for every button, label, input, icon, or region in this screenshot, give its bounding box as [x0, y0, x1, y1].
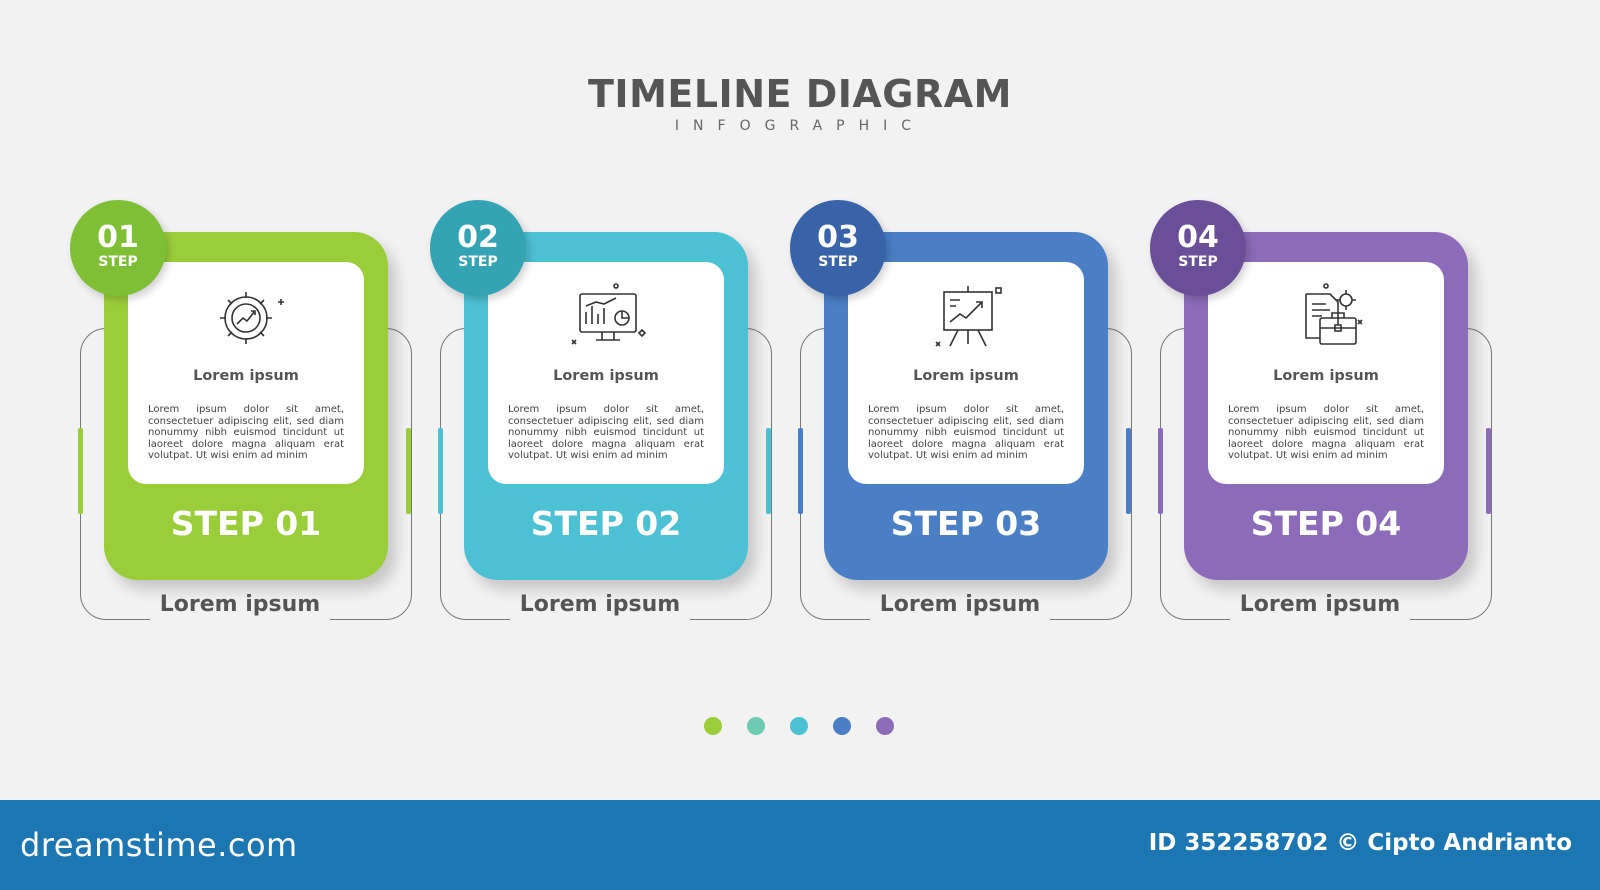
badge-step-text: STEP [818, 254, 858, 270]
card-description: Lorem ipsum dolor sit amet, consectetuer… [508, 404, 704, 461]
color-dot [704, 717, 722, 735]
step-bottom-label: Lorem ipsum [1239, 592, 1401, 617]
card-step-label: STEP 03 [890, 504, 1042, 543]
gear-growth-icon [220, 292, 284, 344]
step-1: Lorem ipsum Lorem ipsum dolor sit amet, … [70, 200, 412, 630]
page-subtitle: INFOGRAPHIC [674, 118, 926, 134]
step-number-badge: 01 STEP [70, 200, 166, 296]
card-heading: Lorem ipsum [913, 368, 1019, 384]
color-dot [747, 717, 765, 735]
card-content: Lorem ipsum Lorem ipsum dolor sit amet, … [488, 262, 724, 484]
step-number-badge: 02 STEP [430, 200, 526, 296]
side-tick [766, 428, 771, 514]
presentation-board-icon [935, 286, 1002, 347]
monitor-analytics-icon [571, 283, 647, 345]
brand-logo[interactable]: dreamstime.com [20, 826, 298, 864]
side-tick [438, 428, 443, 514]
step-4: Lorem ipsum Lorem ipsum dolor sit amet, … [1150, 200, 1492, 630]
card-step-label: STEP 01 [170, 504, 322, 543]
color-dot [876, 717, 894, 735]
step-bottom-label: Lorem ipsum [519, 592, 681, 617]
color-dot [833, 717, 851, 735]
step-card: Lorem ipsum Lorem ipsum dolor sit amet, … [104, 232, 388, 580]
step-card: Lorem ipsum Lorem ipsum dolor sit amet, … [1184, 232, 1468, 580]
badge-number: 04 [1177, 220, 1219, 255]
card-step-label: STEP 02 [530, 504, 682, 543]
side-tick [1126, 428, 1131, 514]
badge-step-text: STEP [458, 254, 498, 270]
document-briefcase-icon [1305, 283, 1363, 345]
step-2: Lorem ipsum Lorem ipsum dolor sit amet, … [430, 200, 772, 630]
side-tick [1158, 428, 1163, 514]
step-3: Lorem ipsum Lorem ipsum dolor sit amet, … [790, 200, 1132, 630]
card-description: Lorem ipsum dolor sit amet, consectetuer… [868, 404, 1064, 461]
badge-number: 02 [457, 220, 499, 255]
badge-number: 03 [817, 220, 859, 255]
card-content: Lorem ipsum Lorem ipsum dolor sit amet, … [848, 262, 1084, 484]
step-bottom-label: Lorem ipsum [879, 592, 1041, 617]
footer-bar: dreamstime.com ID 352258702 © Cipto Andr… [0, 800, 1600, 890]
color-dot [790, 717, 808, 735]
card-content: Lorem ipsum Lorem ipsum dolor sit amet, … [1208, 262, 1444, 484]
side-tick [406, 428, 411, 514]
card-heading: Lorem ipsum [193, 368, 299, 384]
card-description: Lorem ipsum dolor sit amet, consectetuer… [148, 404, 344, 461]
image-credit: ID 352258702 © Cipto Andrianto [1148, 830, 1572, 856]
side-tick [1486, 428, 1491, 514]
side-tick [798, 428, 803, 514]
badge-number: 01 [97, 220, 139, 255]
badge-step-text: STEP [98, 254, 138, 270]
card-heading: Lorem ipsum [1273, 368, 1379, 384]
page-title: TIMELINE DIAGRAM [588, 72, 1012, 116]
step-card: Lorem ipsum Lorem ipsum dolor sit amet, … [824, 232, 1108, 580]
step-bottom-label: Lorem ipsum [159, 592, 321, 617]
card-content: Lorem ipsum Lorem ipsum dolor sit amet, … [128, 262, 364, 484]
side-tick [78, 428, 83, 514]
step-card: Lorem ipsum Lorem ipsum dolor sit amet, … [464, 232, 748, 580]
badge-step-text: STEP [1178, 254, 1218, 270]
step-number-badge: 04 STEP [1150, 200, 1246, 296]
card-description: Lorem ipsum dolor sit amet, consectetuer… [1228, 404, 1424, 461]
card-step-label: STEP 04 [1250, 504, 1402, 543]
step-number-badge: 03 STEP [790, 200, 886, 296]
card-heading: Lorem ipsum [553, 368, 659, 384]
